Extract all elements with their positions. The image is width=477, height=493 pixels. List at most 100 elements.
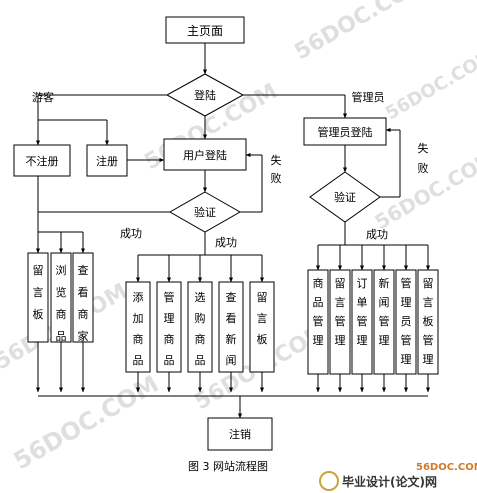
admin-modules-char: 新 [379,276,390,290]
user-modules-char: 管 [164,290,175,304]
admin-modules-box-3 [351,269,373,375]
login-label: 登陆 [194,88,216,102]
admin-modules-char: 言 [423,296,434,309]
corner-brand-text: 毕业设计(论文)网 [342,474,437,489]
admin-modules-char: 板 [423,314,434,328]
admin-modules-box-1 [307,269,329,375]
verify-admin-label: 验证 [334,190,356,204]
guest-modules-char: 商 [78,307,89,321]
admin-modules-char: 理 [401,353,412,366]
admin-modules-char: 理 [357,334,368,347]
admin-modules-char: 商 [313,276,324,290]
user-modules-char: 品 [164,354,175,367]
admin-modules-char: 品 [313,296,324,309]
figure-caption: 图 3 网站流程图 [188,459,268,473]
user-modules-char: 留 [257,291,268,304]
user-modules-char: 添 [133,290,144,304]
user-modules-char: 板 [257,332,268,346]
corner-brand: 56DOC.COM 毕业设计(论文)网 [319,462,477,491]
admin-label: 管理员 [352,90,385,104]
user-modules-char: 选 [195,291,206,304]
watermark-2: 56DOC.COM [382,45,477,124]
user-modules-char: 查 [226,290,237,304]
corner-brand-logo [319,471,339,491]
admin-modules-char: 理 [401,296,412,309]
admin-login-box [303,117,387,146]
admin-modules-char: 理 [313,334,324,347]
user-modules-char: 品 [133,354,144,367]
admin-modules-char: 单 [357,296,368,309]
no-register-box [13,144,71,177]
guest-modules-box-1 [27,252,49,343]
admin-modules-char: 理 [423,353,434,366]
success-left-label: 成功 [120,227,142,240]
admin-login-label: 管理员登陆 [318,125,373,139]
admin-modules-char: 理 [335,334,346,347]
user-modules-box-2 [156,281,182,373]
guest-modules-char: 看 [78,285,89,299]
admin-modules-char: 留 [335,277,346,290]
guest-modules-char: 浏 [56,263,67,277]
labels: 主页面 登陆 游客 管理员 不注册 注册 用户登陆 管理员登陆 失 败 失 败 … [26,24,429,473]
user-modules-box-1 [125,281,151,373]
verify-user-diamond [168,191,242,233]
login-diamond [165,73,245,117]
register-label: 注册 [96,154,118,168]
register-box [86,144,128,177]
guest-modules-char: 板 [33,307,44,321]
admin-modules-char: 留 [423,277,434,290]
user-modules-char: 看 [226,311,237,325]
admin-modules-box-6 [417,269,439,375]
user-modules-char: 商 [164,332,175,346]
verify-admin-diamond [309,171,381,223]
watermark-7: 56DOC.COM [371,146,477,234]
guest-modules-char: 查 [78,263,89,277]
no-register-label: 不注册 [26,154,59,168]
success-mid-label: 成功 [215,236,237,249]
user-modules-char: 言 [257,312,268,325]
user-modules-char: 新 [226,332,237,346]
logout-box [207,417,273,451]
guest-modules-char: 商 [56,307,67,321]
corner-site-text: 56DOC.COM [416,462,477,473]
main-page-label: 主页面 [187,24,223,38]
admin-modules-box-4 [373,269,395,375]
success-right-label: 成功 [366,228,388,241]
admin-modules-char: 管 [401,276,412,290]
watermark-5: 56DOC.COM [9,370,164,475]
guest-modules-char: 言 [33,286,44,299]
guest-modules-char: 品 [56,330,67,343]
user-modules-char: 理 [164,312,175,325]
admin-modules-box-2 [329,269,351,375]
admin-modules-char: 订 [357,277,368,290]
guest-modules-char: 留 [33,264,44,277]
admin-modules-char: 管 [379,314,390,328]
admin-modules-char: 言 [335,296,346,309]
user-modules-box-3 [187,281,213,373]
admin-modules-char: 管 [313,314,324,328]
admin-modules-box-5 [395,269,417,375]
fail-admin-label-1: 失 [418,142,429,155]
admin-modules-char: 理 [379,334,390,347]
user-modules-char: 品 [195,354,206,367]
user-modules-box-5 [249,281,275,373]
main-page-box [165,16,245,44]
guest-label: 游客 [32,90,54,104]
fail-user-label-1: 失 [271,154,282,167]
user-modules-char: 加 [133,312,144,325]
admin-modules-char: 管 [357,314,368,328]
user-login-box [163,138,247,171]
user-modules-box-4 [218,281,244,373]
module-boxes: 留言板浏览商品查看商家添加商品管理商品选购商品查看新闻留言板商品管理留言管理订单… [27,252,439,375]
shapes [13,16,387,451]
admin-modules-char: 管 [335,314,346,328]
connectors [36,43,430,419]
admin-modules-char: 管 [401,333,412,347]
admin-modules-char: 闻 [379,295,390,309]
user-modules-char: 购 [195,311,206,325]
user-modules-char: 商 [133,332,144,346]
guest-modules-box-2 [50,252,72,343]
fail-admin-label-2: 败 [418,161,429,175]
